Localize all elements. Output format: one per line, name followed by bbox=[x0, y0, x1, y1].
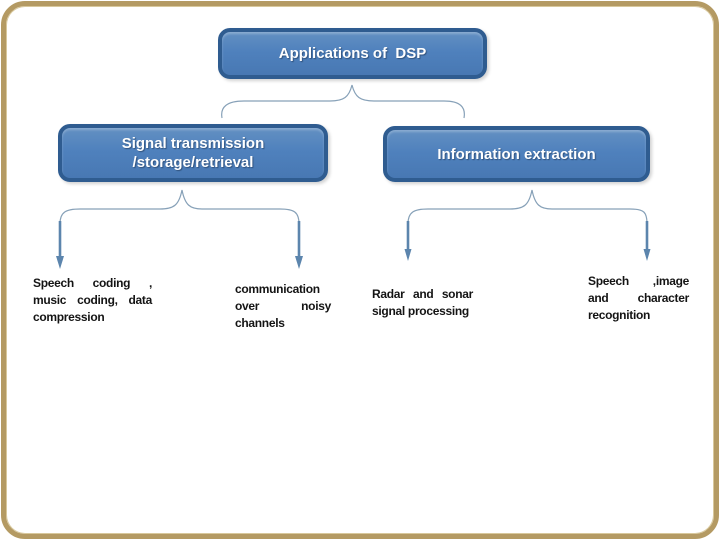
brace-top bbox=[221, 84, 465, 119]
leaf-line: over noisy bbox=[235, 299, 331, 313]
leaf-line: channels bbox=[235, 316, 285, 330]
leaf-line: Speech coding , bbox=[33, 276, 152, 290]
arrow-head bbox=[404, 249, 412, 261]
brace-right bbox=[407, 189, 648, 225]
node-label-line: /storage/retrieval bbox=[132, 154, 254, 171]
node-label: Applications of DSP bbox=[278, 45, 427, 62]
leaf-speech-coding: Speech coding , music coding, data compr… bbox=[33, 275, 152, 326]
leaf-line: Radar and sonar bbox=[372, 287, 473, 301]
leaf-line: music coding, data bbox=[33, 293, 152, 307]
arrow-head bbox=[56, 256, 64, 269]
node-applications-of-dsp: Applications of DSP bbox=[218, 28, 487, 79]
leaf-line: recognition bbox=[588, 308, 651, 322]
leaf-communication: communication over noisy channels bbox=[235, 281, 331, 332]
leaf-line: signal processing bbox=[372, 304, 469, 318]
leaf-line: communication bbox=[235, 282, 320, 296]
down-arrows bbox=[56, 221, 651, 269]
leaf-recognition: Speech ,image and character recognition bbox=[588, 273, 689, 324]
leaf-line: compression bbox=[33, 310, 105, 324]
arrow-head bbox=[295, 256, 303, 269]
node-signal-transmission: Signal transmission /storage/retrieval bbox=[58, 124, 328, 182]
node-label-line: Signal transmission bbox=[121, 135, 265, 152]
arrow-head bbox=[643, 249, 651, 261]
leaf-radar-sonar: Radar and sonar signal processing bbox=[372, 286, 473, 320]
brace-left bbox=[59, 189, 300, 225]
node-label-line: Information extraction bbox=[437, 145, 596, 163]
leaf-line: Speech ,image bbox=[588, 274, 689, 288]
leaf-line: and character bbox=[588, 291, 689, 305]
node-information-extraction: Information extraction bbox=[383, 126, 650, 182]
